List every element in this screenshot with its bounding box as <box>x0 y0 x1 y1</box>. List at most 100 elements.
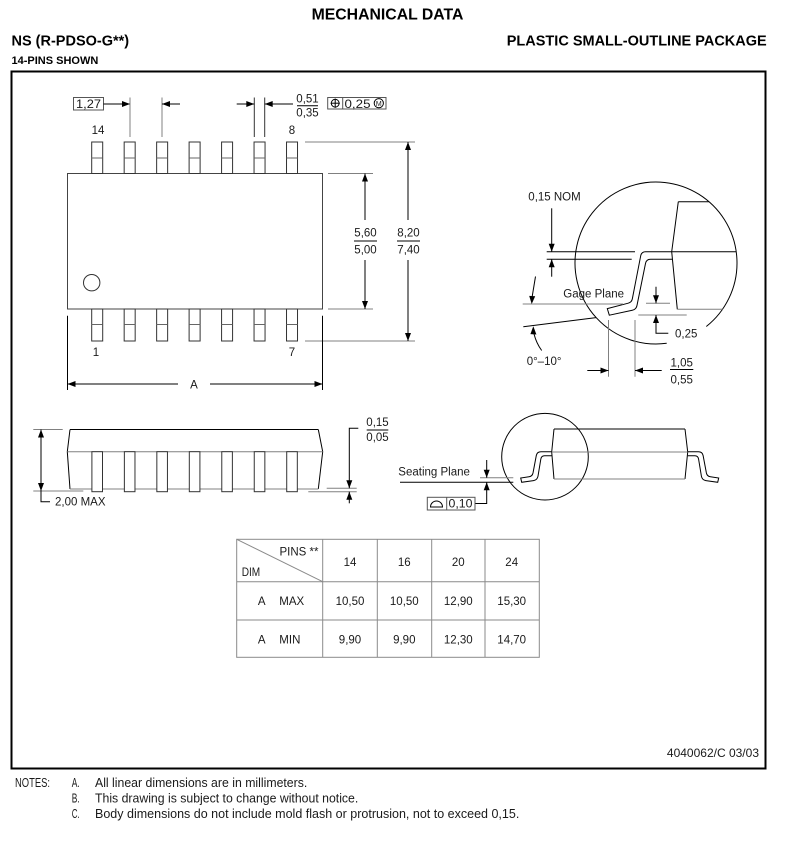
side-view: 2,00 MAX 0,15 0,05 <box>33 417 389 509</box>
lead-outline <box>221 451 233 493</box>
package-designator: NS (R-PDSO-G**) <box>12 34 130 50</box>
table-row: A MIN 9,90 9,90 12,30 14,70 <box>258 635 526 647</box>
lead-outline <box>188 451 201 493</box>
arrowhead <box>346 491 353 500</box>
pins-shown-caption: 14-PINS SHOWN <box>12 55 99 67</box>
seating-plane-view: Seating Plane 0,10 <box>398 412 720 511</box>
lead-detail-view: 0,15 NOM Gage Plane 0°–10° 0,25 <box>522 181 738 387</box>
package-height-value: 2,00 MAX <box>55 497 106 509</box>
lead <box>91 308 104 342</box>
arrowhead <box>529 295 536 304</box>
lead-outline <box>286 451 298 493</box>
gull-wing-lead-left <box>520 451 552 483</box>
lead <box>156 141 169 174</box>
arrowhead <box>548 243 555 252</box>
upper-lead-row <box>91 141 299 174</box>
foot-length-min: 0,55 <box>671 375 693 387</box>
arrowhead <box>314 381 323 387</box>
table-cell: 10,50 <box>336 596 365 608</box>
arrowhead <box>362 173 368 182</box>
lead <box>91 141 104 174</box>
detail-circle <box>574 181 738 345</box>
pin-count-header: 24 <box>505 557 518 569</box>
lead <box>156 451 168 493</box>
arrowhead <box>653 315 659 323</box>
overall-width-min: 7,40 <box>397 244 419 256</box>
lead <box>156 308 169 342</box>
lead-thickness-dimension: 0,15 NOM <box>528 192 635 277</box>
foot-plane-line <box>523 317 597 328</box>
table-row: A MAX 10,50 10,50 12,90 15,30 <box>258 596 526 608</box>
lead <box>188 451 201 493</box>
angle-arc <box>533 333 543 351</box>
arrowhead <box>405 142 411 150</box>
table-cell: 10,50 <box>390 596 419 608</box>
overall-width-max: 8,20 <box>397 228 419 240</box>
note-text: All linear dimensions are in millimeters… <box>95 775 307 790</box>
lead <box>286 141 299 174</box>
table-cell: 12,30 <box>444 635 473 647</box>
coplanarity-tolerance-frame: 0,10 <box>426 496 476 511</box>
arrowhead <box>346 480 353 489</box>
pin-label-lower-right: 7 <box>289 347 295 359</box>
pin1-indicator <box>83 274 101 292</box>
note-letter: A. <box>72 775 80 790</box>
lead <box>188 308 201 342</box>
pin-count-header: 16 <box>398 557 411 569</box>
row-dim-label: A <box>258 596 266 608</box>
arrowhead <box>548 259 555 268</box>
standoff-min: 0,05 <box>366 432 388 444</box>
drawing-number: 4040062/C 03/03 <box>667 746 759 760</box>
pin-label-upper-right: 8 <box>289 125 295 137</box>
gage-plane: Gage Plane <box>522 289 624 305</box>
pin-label-lower-left: 1 <box>93 347 99 359</box>
feature-control-frame <box>327 97 387 110</box>
arrowhead <box>38 429 44 438</box>
modifier-circle <box>373 98 384 109</box>
lead-thickness-value: 0,15 NOM <box>528 192 580 204</box>
standoff-max: 0,15 <box>366 417 388 429</box>
standoff-dimension: 0,15 0,05 <box>308 417 389 504</box>
body-width-min: 5,00 <box>354 244 376 256</box>
dimension-table: PINS ** DIM 14 16 20 24 A MAX 10,50 10,5… <box>236 538 540 658</box>
angle-arc <box>531 276 536 297</box>
row-limit-label: MAX <box>279 596 304 608</box>
gage-plane-label: Gage Plane <box>563 289 624 301</box>
package-height-dimension: 2,00 MAX <box>33 429 106 509</box>
foot-length-dimension: 1,05 0,55 <box>587 320 694 387</box>
gull-wing-lead-right <box>687 451 720 483</box>
sheet-header: MECHANICAL DATA NS (R-PDSO-G**) PLASTIC … <box>12 7 768 68</box>
note-letter: C. <box>72 806 80 821</box>
table-cell: 12,90 <box>444 596 473 608</box>
arrowhead <box>38 483 44 491</box>
lead <box>253 141 266 174</box>
profile-of-surface-icon <box>429 500 444 508</box>
lead <box>221 451 233 493</box>
arrowhead <box>653 295 659 304</box>
notes-block: NOTES: A. All linear dimensions are in m… <box>15 775 519 821</box>
table-border <box>236 538 540 658</box>
lead <box>91 451 104 493</box>
dim-header: DIM <box>242 567 261 579</box>
table-cell: 9,90 <box>339 635 361 647</box>
foot-angle-dimension: 0°–10° <box>523 276 597 368</box>
gage-height-dimension: 0,25 <box>638 286 697 340</box>
lead-outline <box>123 451 136 493</box>
arrowhead <box>600 367 609 374</box>
lead <box>221 141 234 174</box>
pin-pitch-value: 1,27 <box>76 99 101 111</box>
lead-outline <box>156 451 168 493</box>
pin-count-header: 20 <box>452 557 465 569</box>
row-dim-label: A <box>258 635 266 647</box>
dimension-line <box>40 429 50 503</box>
body-width-dimension: 5,60 5,00 <box>328 173 377 310</box>
pin-count-header: 14 <box>344 557 357 569</box>
lead <box>123 308 136 342</box>
detail-callout-circle <box>501 412 589 501</box>
body-width-max: 5,60 <box>354 228 376 240</box>
arrowhead <box>405 333 411 341</box>
lead <box>221 308 234 342</box>
foot-length-max: 1,05 <box>671 358 693 370</box>
